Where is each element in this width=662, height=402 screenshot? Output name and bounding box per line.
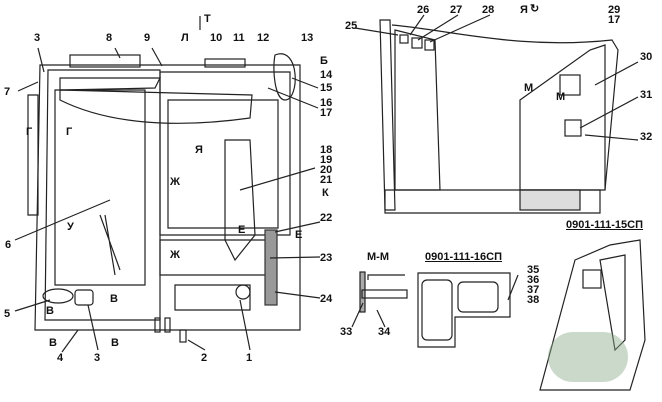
callout-29: 29: [608, 4, 621, 16]
rotate-view-icon: ↻: [530, 3, 540, 15]
callout-23: 23: [320, 252, 333, 264]
callout-18: 18: [320, 144, 333, 156]
callout-12: 12: [257, 32, 270, 44]
callout-32: 32: [640, 131, 653, 143]
view-label-zh: Ж: [170, 176, 180, 188]
callout-34: 34: [378, 326, 391, 338]
view-label-v-4: В: [111, 337, 119, 349]
callout-17-right: 17: [608, 14, 621, 26]
view-label-e: Е: [238, 224, 246, 236]
callout-3-bottom: 3: [94, 352, 101, 364]
view-label-b: Б: [320, 55, 328, 67]
view-label-v-2: В: [46, 305, 54, 317]
view-label-e-2: Е: [295, 229, 303, 241]
callout-27: 27: [450, 4, 463, 16]
callout-11: 11: [233, 32, 245, 44]
callout-14: 14: [320, 69, 333, 81]
watermark-logo: [548, 332, 628, 382]
view-label-m: М: [524, 82, 534, 94]
callout-8: 8: [106, 32, 113, 44]
view-label-k: К: [322, 187, 329, 199]
cab-front-view: [27, 53, 301, 343]
cab-side-panel-view: [354, 14, 639, 214]
view-label-l: Л: [181, 32, 189, 44]
callout-1: 1: [246, 352, 253, 364]
callout-6: 6: [5, 239, 12, 251]
callout-17: 17: [320, 107, 333, 119]
callout-30: 30: [640, 51, 653, 63]
callout-26: 26: [417, 4, 430, 16]
view-label-g: Г: [26, 126, 33, 138]
view-label-t: Т: [204, 13, 211, 25]
callout-3: 3: [34, 32, 41, 44]
callout-10: 10: [210, 32, 223, 44]
callout-25: 25: [345, 20, 358, 32]
callout-35: 35: [527, 264, 540, 276]
callout-16: 16: [320, 97, 333, 109]
view-label-v: В: [110, 293, 118, 305]
callout-28: 28: [482, 4, 495, 16]
callout-4: 4: [57, 352, 64, 364]
callout-36: 36: [527, 274, 540, 286]
callout-20: 20: [320, 164, 333, 176]
leader-lines: [14, 16, 321, 353]
callout-13: 13: [301, 32, 314, 44]
callout-31: 31: [640, 89, 653, 101]
callout-38: 38: [527, 294, 540, 306]
section-m-m: [351, 271, 408, 328]
view-label-g-2: Г: [66, 126, 73, 138]
callout-21: 21: [320, 174, 333, 186]
callout-19: 19: [320, 154, 333, 166]
callout-33: 33: [340, 326, 353, 338]
view-label-v-3: В: [49, 337, 57, 349]
callout-22: 22: [320, 212, 333, 224]
callout-24: 24: [320, 293, 333, 305]
callout-37: 37: [527, 284, 540, 296]
view-label-u: У: [67, 221, 74, 233]
code-0901-111-15sp: 0901-111-15СП: [566, 219, 644, 231]
view-label-ya: Я: [195, 144, 203, 156]
cab-panel-detail: [539, 239, 646, 391]
code-0901-111-16sp: 0901-111-16СП: [425, 251, 503, 263]
section-label-m-m: М-М: [367, 251, 389, 263]
view-label-ya-rotate: Я: [520, 4, 528, 16]
door-panel-16sp: [417, 272, 519, 348]
view-label-zh-2: Ж: [170, 249, 180, 261]
callout-9: 9: [144, 32, 151, 44]
callout-15: 15: [320, 82, 333, 94]
callout-5: 5: [4, 308, 11, 320]
callout-2: 2: [201, 352, 208, 364]
view-label-m-2: М: [556, 91, 566, 103]
callout-7: 7: [4, 86, 11, 98]
